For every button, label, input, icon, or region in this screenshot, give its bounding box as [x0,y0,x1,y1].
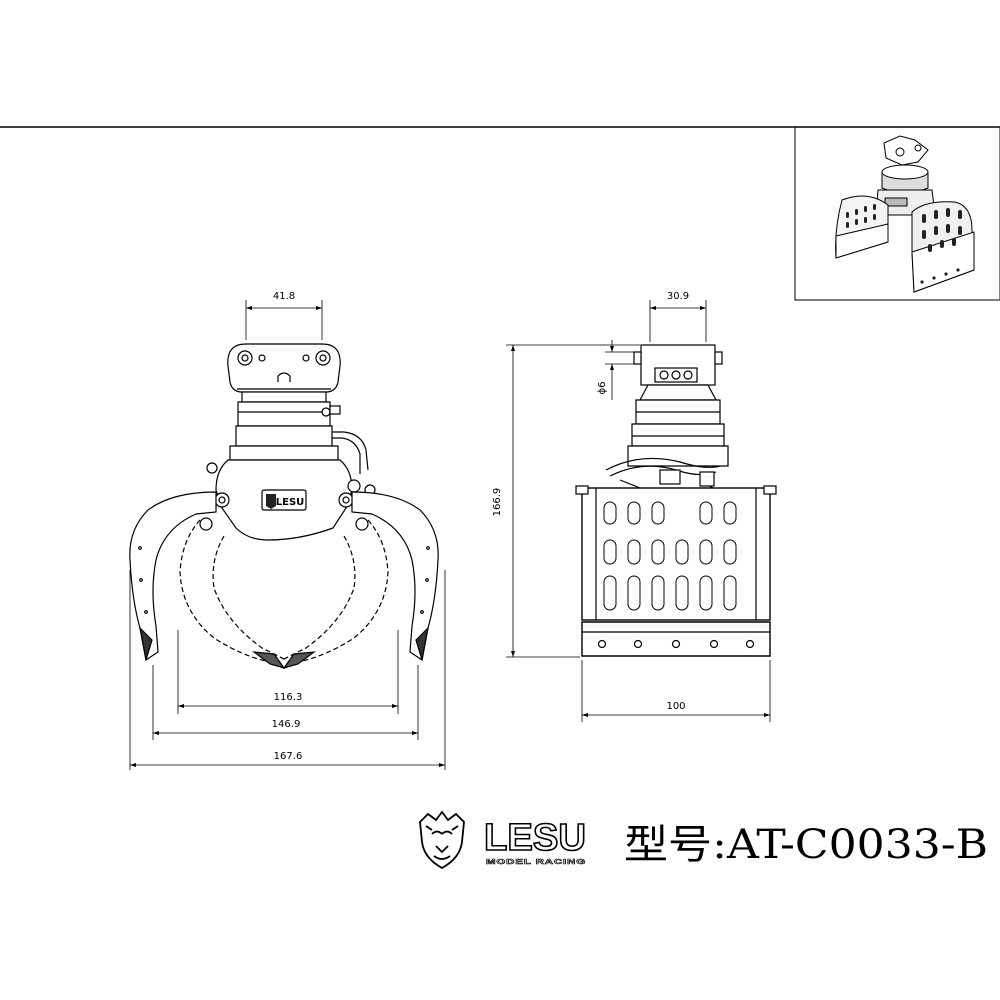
dimension-labels: 41.8 30.9 ϕ6 166.9 100 116.3 146.9 167.6 [272,291,689,762]
left-outer-jaw [129,491,217,662]
side-view [575,344,777,657]
model-number: 型号:AT-C0033-B [624,822,988,868]
brand-logo: LESU MODEL RACING [483,816,587,866]
brand-subtitle: MODEL RACING [486,857,586,866]
cage-slots [603,501,737,611]
mount-bracket [227,343,341,393]
dim-side-top-width: 30.9 [667,291,689,302]
base-plate [581,621,771,657]
isometric-preview [835,135,975,293]
dim-height: 166.9 [492,488,503,517]
dim-overall-width: 167.6 [274,751,303,762]
right-outer-jaw [351,491,439,662]
body-plate-label: LESU [276,497,305,508]
dim-base-width: 100 [666,701,685,712]
dim-mid-width: 146.9 [272,719,301,730]
dim-front-top-width: 41.8 [273,291,295,302]
dim-pin-diameter: ϕ6 [597,382,608,395]
front-view: LESU [129,343,439,670]
drawing-frame [0,126,1000,301]
dim-inner-width: 116.3 [274,692,303,703]
brand-wordmark: LESU [484,817,586,859]
dimension-lines [129,300,771,770]
left-inner-jaw [179,519,283,665]
lion-logo-icon [419,810,465,870]
right-inner-jaw [285,519,389,665]
